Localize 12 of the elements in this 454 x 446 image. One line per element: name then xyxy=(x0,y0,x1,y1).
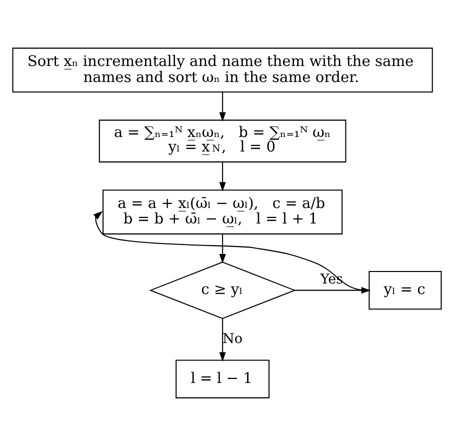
arrow xyxy=(219,318,226,362)
arrow xyxy=(219,92,226,122)
node-box: a = ∑ₙ₌₁ᴺ x̲ₙω̲ₙ, b = ∑ₙ₌₁ᴺ ω̲ₙ yₗ = x̲N, l = 0 xyxy=(98,120,346,162)
node-box: a = a + x̲ₗ(ω̄ₗ − ω̲ₗ), c = a/b b = b + ω̄ₗ − ω̲ₗ, l = l + 1 xyxy=(102,190,343,234)
edge-label: Yes xyxy=(320,271,344,288)
node-box: Sort x̲ₙ incrementally and name them with the same names and sort ωₙ in the same order. xyxy=(12,48,433,93)
arrow xyxy=(219,162,226,192)
node-box: l = l − 1 xyxy=(176,360,270,398)
node-box: yₗ = c xyxy=(368,271,442,310)
node-diamond: c ≥ yₗ xyxy=(149,262,296,320)
arrow xyxy=(219,234,226,264)
edge-label: No xyxy=(222,330,243,347)
